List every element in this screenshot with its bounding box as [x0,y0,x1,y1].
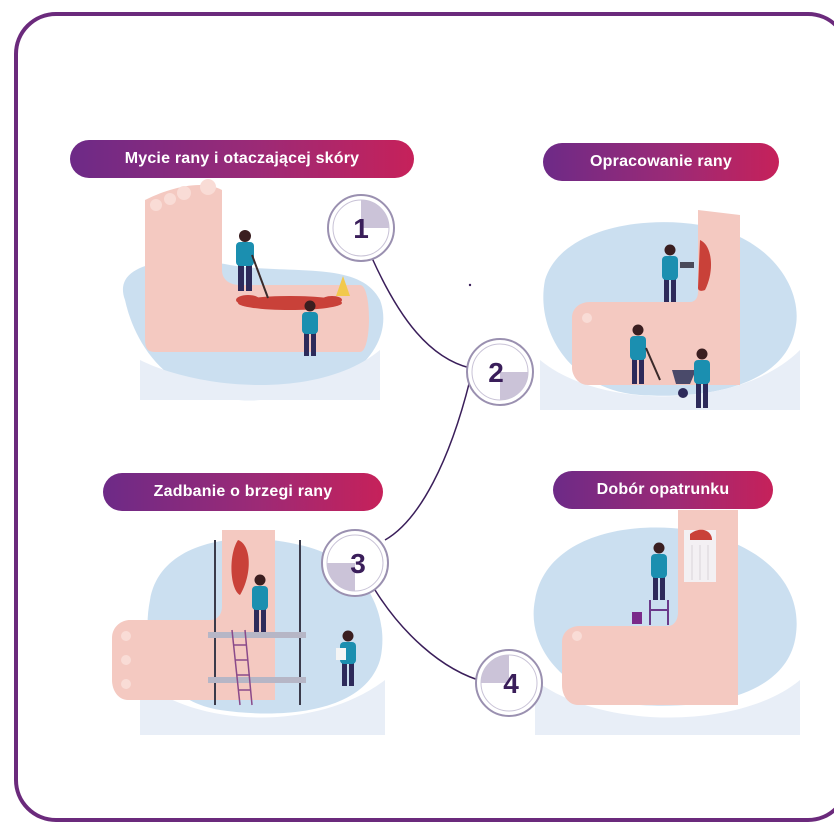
step-marker-4: 4 [475,649,543,717]
step-marker-2: 2 [466,338,534,406]
connector-2-3 [384,379,471,541]
step-number-2: 2 [488,357,504,388]
worker-figure [236,230,269,299]
worker-figure [252,574,268,632]
wound [231,540,249,595]
step-stool [649,600,669,625]
illustration-step-4 [533,510,800,735]
worker-figure [336,630,356,686]
illustration-step-1 [122,179,384,401]
step-number-1: 1 [353,213,369,244]
foot-illustration [145,179,369,352]
scaffold-plank [208,677,306,683]
illustration-step-3 [112,530,385,735]
worker-figure [630,324,661,384]
step-label-3: Zadbanie o brzegi rany [103,473,383,511]
worker-figure [694,348,710,408]
illustration-step-2 [540,210,800,410]
wheelbarrow-icon [672,370,696,398]
step-number-3: 3 [350,548,366,579]
step-label-1: Mycie rany i otaczającej skóry [70,140,414,178]
wound-puddle [236,295,342,310]
bandage-icon [684,529,716,582]
worker-figure [302,300,318,356]
worker-figure [662,244,694,302]
wet-floor-sign [336,276,350,296]
foot-illustration [572,210,740,385]
scaffold-plank [208,632,306,638]
ladder-icon [231,629,253,706]
step-label-2: Opracowanie rany [543,143,779,181]
wound [698,240,712,291]
bucket-icon [632,612,642,624]
step-marker-1: 1 [327,194,395,262]
connector-3-4 [374,589,486,683]
connector-1-2 [371,257,471,369]
worker-figure [651,542,667,600]
step-number-4: 4 [503,668,519,699]
step-marker-3: 3 [321,529,389,597]
step-connectors [371,257,486,683]
dot [468,283,472,287]
step-label-4: Dobór opatrunku [553,471,773,509]
